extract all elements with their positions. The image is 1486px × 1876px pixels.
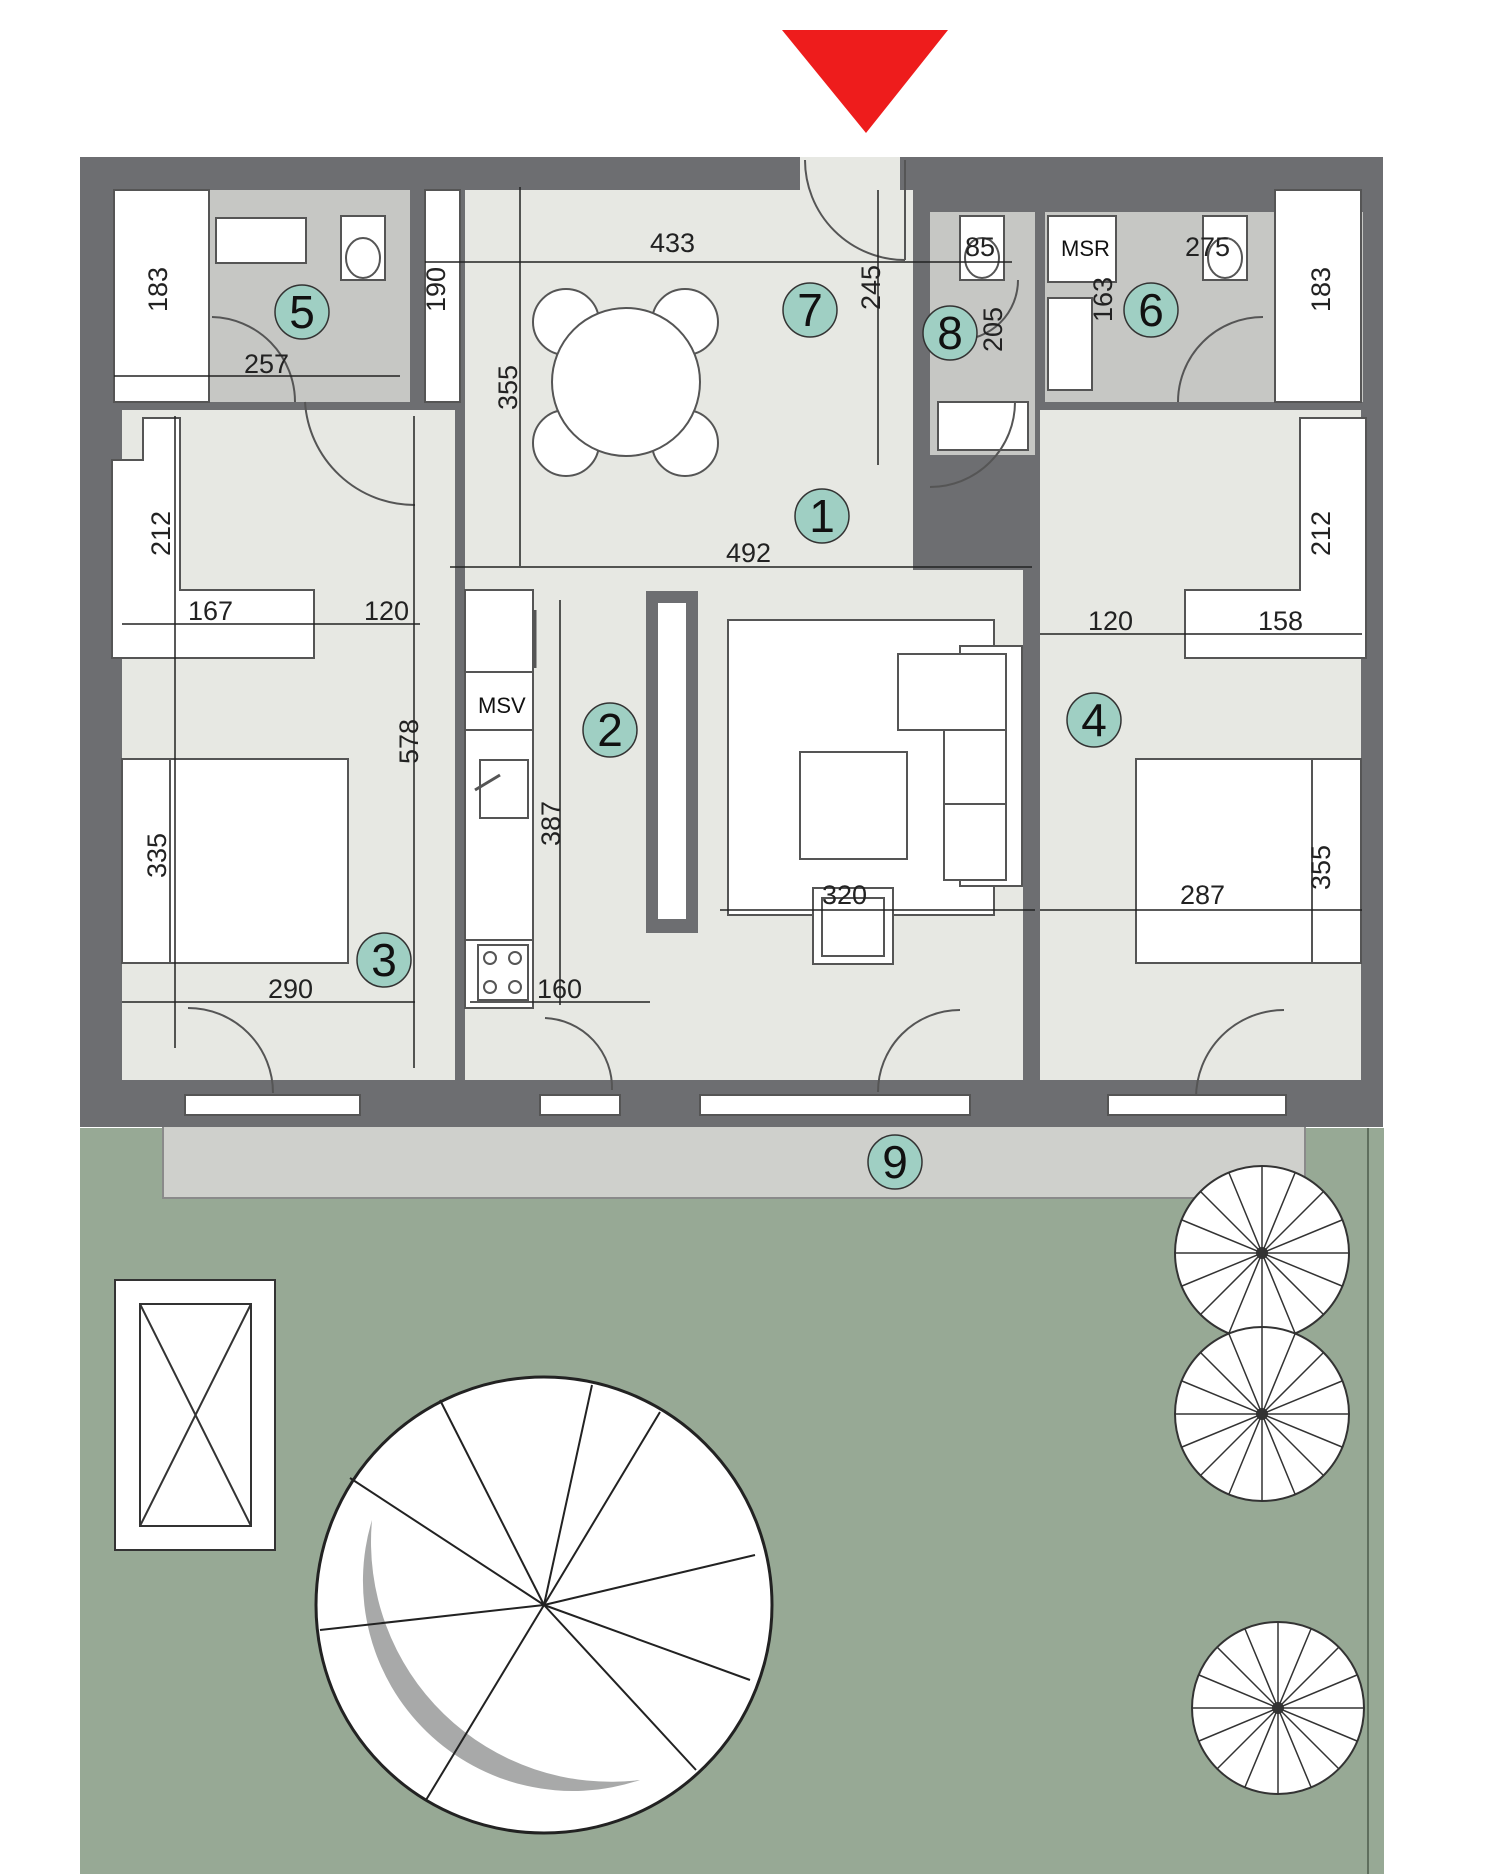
room-marker-7: 7 — [782, 282, 838, 338]
sink-tap — [474, 773, 501, 792]
peninsula-inner — [658, 603, 686, 919]
svg-text:6: 6 — [1138, 284, 1164, 336]
dim-320: 320 — [822, 880, 867, 910]
svg-text:2: 2 — [597, 704, 623, 756]
sink — [479, 759, 529, 819]
room-marker-8: 8 — [922, 305, 978, 361]
wc-8-fixtures — [937, 215, 1029, 451]
sunbed-icon — [114, 1279, 276, 1551]
floor-entry-corridor — [800, 157, 900, 217]
dim-205: 205 — [978, 307, 1008, 352]
dim-120-right: 120 — [1088, 606, 1133, 636]
dim-212-left: 212 — [146, 511, 176, 556]
room-marker-9: 9 — [867, 1134, 923, 1190]
dim-85: 85 — [965, 232, 995, 262]
room-marker-6: 6 — [1123, 282, 1179, 338]
room-markers: 1 2 3 4 5 6 7 8 — [274, 282, 1179, 1190]
sofa-icon — [897, 645, 1023, 887]
wardrobe-bedroom-4 — [1184, 417, 1367, 659]
bathroom-5-fixtures — [113, 189, 386, 403]
sun-umbrella-icon — [314, 1375, 774, 1835]
room-marker-3: 3 — [356, 932, 412, 988]
dim-212-right: 212 — [1306, 511, 1336, 556]
dim-183-right: 183 — [1306, 267, 1336, 312]
svg-text:4: 4 — [1081, 694, 1107, 746]
dim-290: 290 — [268, 974, 313, 1004]
bed-bedroom-4 — [1135, 758, 1362, 964]
wardrobes — [111, 189, 1367, 659]
wardrobe-bedroom-3 — [111, 417, 315, 659]
dim-355-hall: 355 — [493, 365, 523, 410]
dim-287: 287 — [1180, 880, 1225, 910]
dim-335: 335 — [142, 833, 172, 878]
label-msr: MSR — [1061, 236, 1110, 261]
svg-text:5: 5 — [289, 286, 315, 338]
room-marker-2: 2 — [582, 702, 638, 758]
tree-2 — [1174, 1326, 1350, 1502]
label-msv: MSV — [478, 693, 526, 718]
dim-387: 387 — [536, 801, 566, 846]
svg-text:3: 3 — [371, 934, 397, 986]
dim-158: 158 — [1258, 606, 1303, 636]
armchair-icon — [812, 887, 894, 965]
wardrobe-left-bathroom — [424, 189, 461, 403]
dim-355-bedroom-4: 355 — [1306, 845, 1336, 890]
dim-120-left: 120 — [364, 596, 409, 626]
dim-257: 257 — [244, 349, 289, 379]
room-marker-4: 4 — [1066, 692, 1122, 748]
room-marker-1: 1 — [794, 488, 850, 544]
windows — [184, 1094, 1287, 1116]
tree-canopy-icon — [1174, 1165, 1365, 1795]
dim-160: 160 — [537, 974, 582, 1004]
tree-3 — [1191, 1621, 1365, 1795]
red-down-triangle-icon — [782, 30, 948, 133]
bed-bedroom-3 — [121, 758, 349, 964]
svg-text:1: 1 — [809, 490, 835, 542]
dim-190: 190 — [421, 267, 451, 312]
tree-1 — [1174, 1165, 1350, 1341]
svg-text:8: 8 — [937, 307, 963, 359]
coffee-table — [799, 751, 908, 860]
terrace — [162, 1124, 1306, 1199]
dimension-lines — [114, 187, 1362, 1068]
dim-183-left: 183 — [143, 267, 173, 312]
dim-578: 578 — [394, 719, 424, 764]
room-marker-5: 5 — [274, 284, 330, 340]
dim-433: 433 — [650, 228, 695, 258]
hob-icon — [477, 944, 529, 1001]
door-swings — [187, 159, 1285, 1099]
svg-text:9: 9 — [882, 1136, 908, 1188]
bathroom-6-fixtures — [1047, 189, 1362, 403]
svg-text:7: 7 — [797, 284, 823, 336]
dim-275: 275 — [1185, 232, 1230, 262]
dining-table-icon — [532, 288, 719, 477]
dim-492: 492 — [726, 538, 771, 568]
dim-167: 167 — [188, 596, 233, 626]
dim-245: 245 — [856, 265, 886, 310]
dim-163: 163 — [1088, 277, 1118, 322]
